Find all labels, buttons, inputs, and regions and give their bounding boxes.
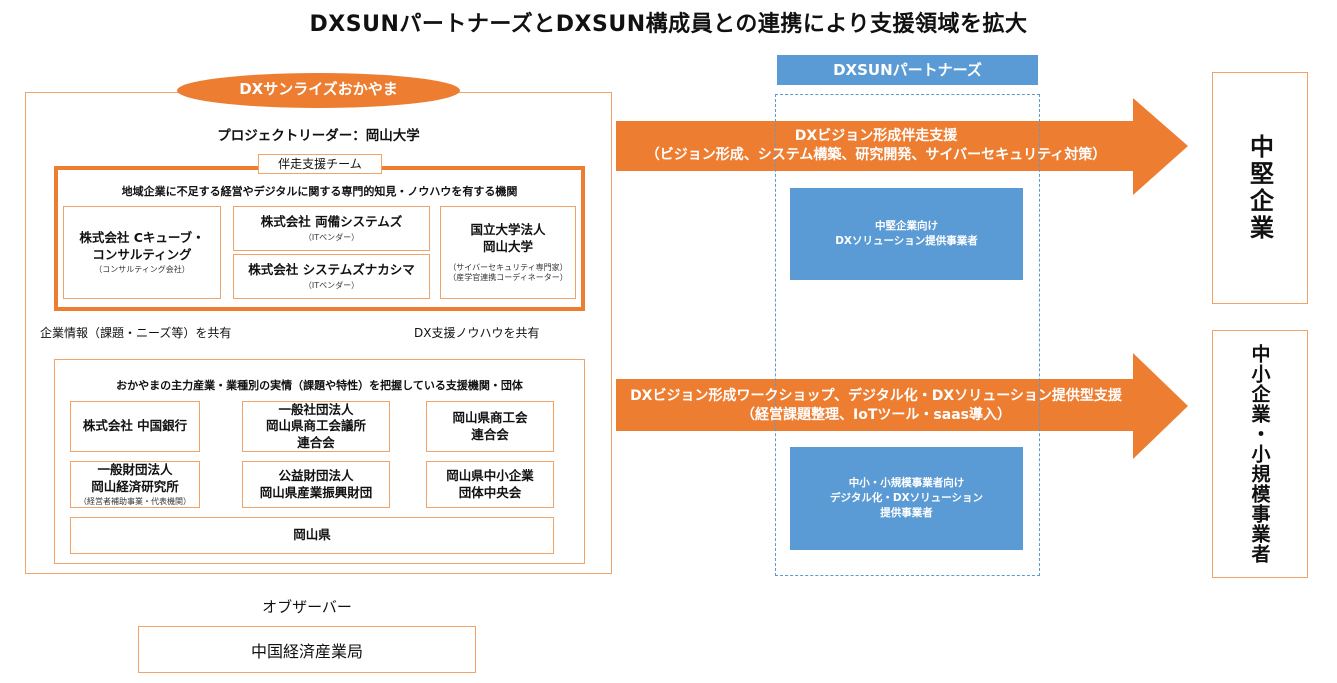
org-name: 岡山県中小企業 団体中央会 [446, 468, 534, 500]
member-okayama-univ: 国立大学法人 岡山大学 （サイバーセキュリティ専門家） （産学官連携コーディネー… [440, 206, 576, 299]
org-chamber: 一般社団法人 岡山県商工会議所 連合会 [242, 401, 390, 452]
team-label: 伴走支援チーム [258, 154, 382, 174]
observer-label: オブザーバー [262, 598, 352, 616]
member-name: 株式会社 Cキューブ・ コンサルティング [79, 230, 205, 262]
arrow-bottom [616, 353, 1188, 459]
member-name: 株式会社 両備システムズ [260, 214, 403, 230]
target-midsize: 中堅企業 [1212, 72, 1308, 304]
partner-box-small: 中小・小規模事業者向け デジタル化・DXソリューション 提供事業者 [790, 447, 1023, 550]
org-industry-foundation: 公益財団法人 岡山県産業振興財団 [242, 461, 390, 508]
diagram-title: DXSUNパートナーズとDXSUN構成員との連携により支援領域を拡大 [309, 12, 1028, 37]
member-name: 国立大学法人 岡山大学 [470, 222, 546, 254]
partners-frame [775, 94, 1040, 576]
member-type: （ITベンダー） [303, 280, 360, 290]
arrow-bottom-text: DXビジョン形成ワークショップ、デジタル化・DXソリューション提供型支援 （経営… [630, 388, 1122, 423]
share-up-note: 企業情報（課題・ニーズ等）を共有 [40, 326, 232, 340]
project-leader: プロジェクトリーダー：岡山大学 [217, 128, 420, 144]
org-okayama-pref: 岡山県 [70, 517, 554, 554]
org-name: 株式会社 中国銀行 [82, 418, 188, 434]
org-name: 岡山県商工会 連合会 [452, 410, 528, 442]
org-name: 一般財団法人 岡山経済研究所 [91, 462, 179, 494]
observer-box: 中国経済産業局 [138, 626, 476, 673]
org-chugoku-bank: 株式会社 中国銀行 [70, 401, 200, 452]
org-name: 公益財団法人 岡山県産業振興財団 [259, 468, 373, 500]
member-ryobi: 株式会社 両備システムズ （ITベンダー） [233, 206, 430, 251]
org-economic-research: 一般財団法人 岡山経済研究所 （経営者補助事業・代表機関） [70, 461, 200, 508]
target-small: 中小企業・小規模事業者 [1212, 330, 1308, 578]
org-commerce-assoc: 岡山県商工会 連合会 [426, 401, 554, 452]
member-type: （コンサルティング会社） [94, 264, 190, 274]
partner-box-midsize: 中堅企業向け DXソリューション提供事業者 [790, 188, 1023, 280]
org-sme-central: 岡山県中小企業 団体中央会 [426, 461, 554, 508]
share-down-note: DX支援ノウハウを共有 [414, 326, 540, 340]
support-description: おかやまの主力産業・業種別の実情（課題や特性）を把握している支援機関・団体 [116, 379, 523, 392]
observer-name: 中国経済産業局 [250, 641, 363, 661]
member-name: 株式会社 システムズナカシマ [248, 262, 415, 278]
member-type: （ITベンダー） [303, 232, 360, 242]
target-small-label: 中小企業・小規模事業者 [1248, 344, 1271, 564]
partners-header: DXSUNパートナーズ [777, 55, 1038, 85]
consortium-name: DXサンライズおかやま [177, 73, 460, 108]
org-note: （経営者補助事業・代表機関） [79, 496, 191, 506]
member-ccube: 株式会社 Cキューブ・ コンサルティング （コンサルティング会社） [63, 206, 221, 299]
arrow-top [616, 98, 1188, 195]
member-nakashima: 株式会社 システムズナカシマ （ITベンダー） [233, 254, 430, 299]
target-midsize-label: 中堅企業 [1245, 134, 1274, 242]
org-name: 一般社団法人 岡山県商工会議所 連合会 [265, 402, 366, 450]
member-type: （サイバーセキュリティ専門家） （産学官連携コーディネーター） [448, 262, 568, 282]
team-description: 地域企業に不足する経営やデジタルに関する専門的知見・ノウハウを有する機関 [121, 185, 518, 198]
arrow-top-text: DXビジョン形成伴走支援 （ビジョン形成、システム構築、研究開発、サイバーセキュ… [645, 128, 1107, 163]
org-name: 岡山県 [293, 527, 331, 543]
